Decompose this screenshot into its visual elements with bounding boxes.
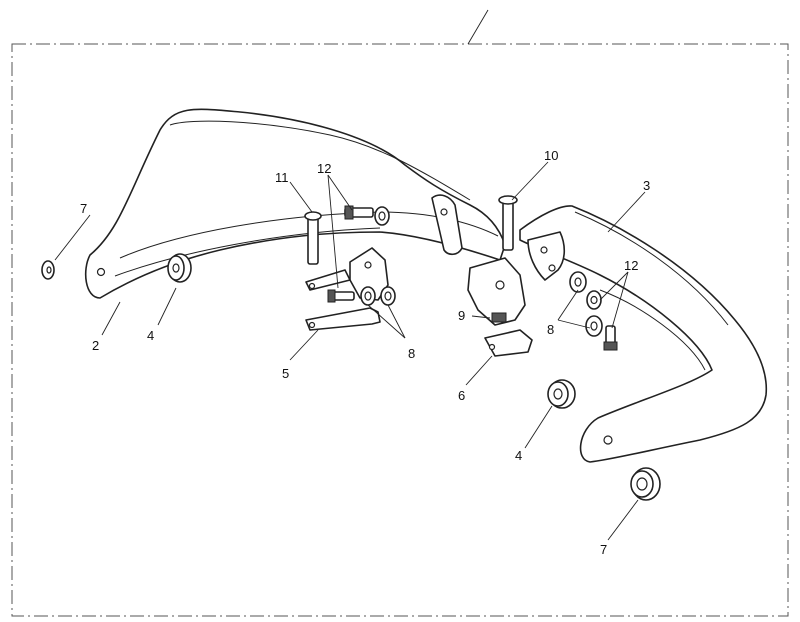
callout-11: 11 bbox=[275, 170, 289, 185]
diagram-border bbox=[11, 43, 789, 617]
left-hand-guard bbox=[84, 108, 506, 299]
washer-7-right bbox=[630, 467, 661, 501]
callout-5: 5 bbox=[282, 366, 289, 381]
bolt-11 bbox=[304, 211, 322, 265]
bush-4-left bbox=[167, 253, 192, 283]
callout-9: 9 bbox=[458, 308, 465, 323]
right-hand-guard bbox=[519, 205, 768, 463]
callout-3: 3 bbox=[643, 178, 650, 193]
nut-9 bbox=[491, 312, 507, 323]
callout-12-right: 12 bbox=[624, 258, 638, 273]
callout-7-left: 7 bbox=[80, 201, 87, 216]
bolt-12-top bbox=[344, 205, 390, 226]
top-leader-line bbox=[467, 9, 489, 45]
callout-2: 2 bbox=[92, 338, 99, 353]
leader-lines bbox=[54, 161, 646, 541]
bolt-10 bbox=[498, 195, 518, 251]
callout-7-right: 7 bbox=[600, 542, 607, 557]
bush-4-right bbox=[547, 379, 576, 409]
strap-5 bbox=[305, 307, 381, 331]
right-fasteners bbox=[569, 271, 618, 351]
callout-4-left: 4 bbox=[147, 328, 154, 343]
callout-8-right: 8 bbox=[547, 322, 554, 337]
callout-4-right: 4 bbox=[515, 448, 522, 463]
mounting-bracket-6 bbox=[467, 257, 533, 357]
callout-12-top: 12 bbox=[317, 161, 331, 176]
callout-8-mid: 8 bbox=[408, 346, 415, 361]
callout-10: 10 bbox=[544, 148, 558, 163]
callout-6: 6 bbox=[458, 388, 465, 403]
